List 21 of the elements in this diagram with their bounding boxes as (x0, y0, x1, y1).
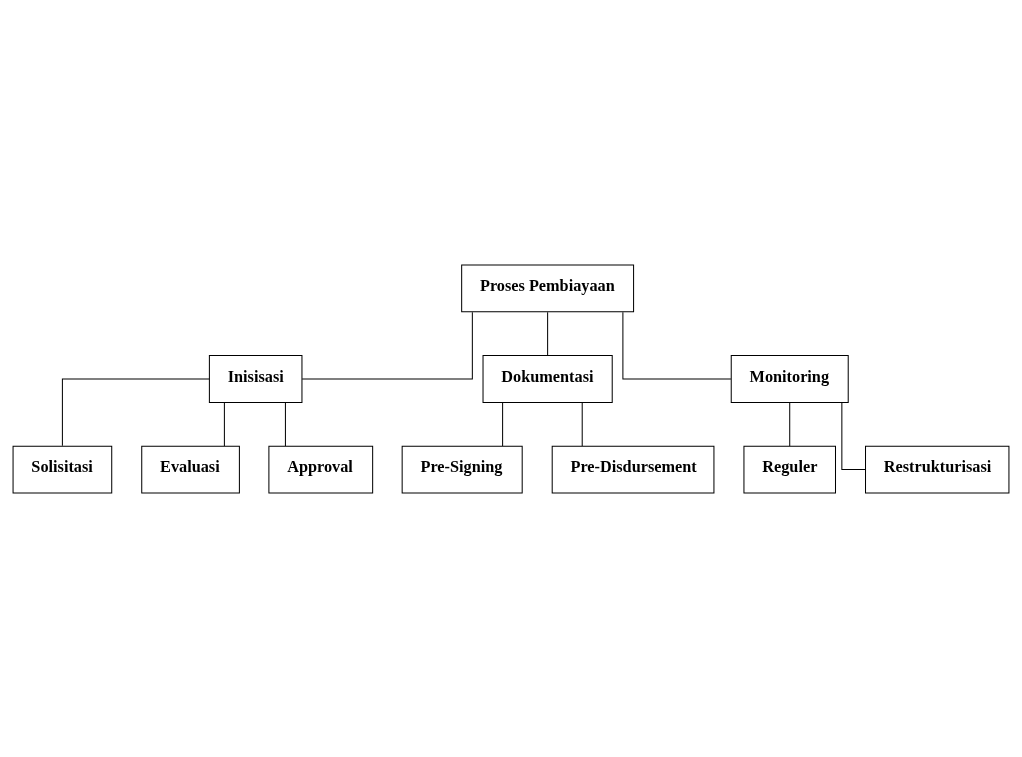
node-box: Approval (268, 445, 374, 493)
node-box: Solisitasi (12, 445, 113, 493)
node-box: Pre-Signing (401, 445, 523, 493)
node-box: Evaluasi (141, 445, 240, 493)
connector (502, 401, 504, 446)
connector (301, 311, 473, 379)
node-box: Inisisasi (208, 354, 303, 403)
connector (581, 401, 583, 446)
connector (223, 401, 225, 446)
connector (284, 401, 286, 446)
node-box: Pre-Disdursement (551, 445, 715, 493)
node-box: Dokumentasi (482, 354, 613, 403)
node-box: Monitoring (730, 354, 849, 403)
connector (547, 311, 549, 356)
node-box: Reguler (743, 445, 836, 493)
connector (789, 401, 791, 446)
connector (61, 378, 210, 446)
connector (841, 401, 866, 470)
node-box: Restrukturisasi (865, 445, 1010, 493)
connector (622, 311, 732, 379)
node-box: Proses Pembiayaan (461, 264, 635, 312)
